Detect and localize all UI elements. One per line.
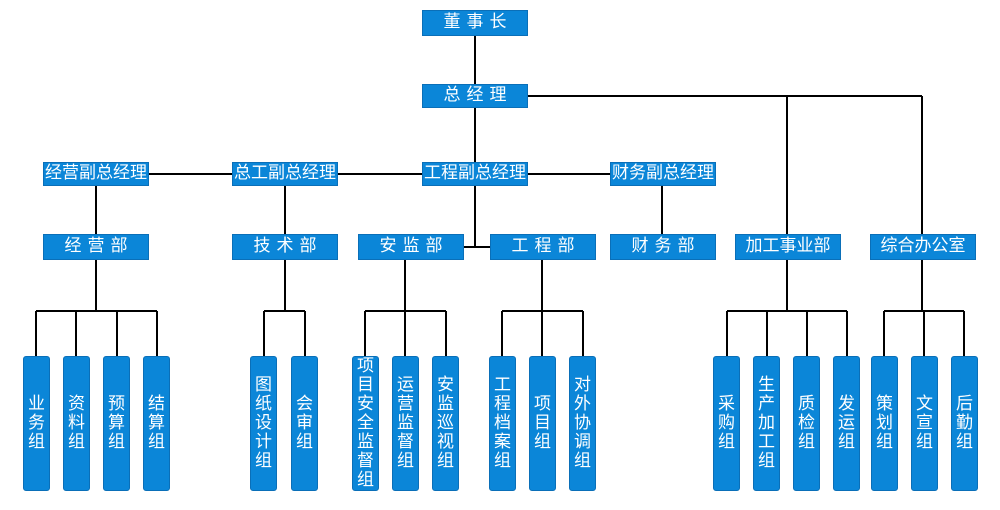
dept-jishu-box: 技术部 [232, 234, 338, 260]
group-box: 安监巡视组 [432, 356, 459, 491]
group-label: 采购组 [718, 393, 735, 453]
dept-jiagong-box: 加工事业部 [735, 234, 841, 260]
vp-engineering-box: 工程副总经理 [422, 162, 528, 186]
group-label: 文宣组 [916, 393, 933, 453]
dept-zonghe-label: 综合办公室 [880, 236, 966, 257]
dept-jiagong-label: 加工事业部 [745, 236, 831, 257]
dept-gongcheng-box: 工程部 [490, 234, 596, 260]
group-box: 资料组 [63, 356, 90, 491]
group-label: 运营监督组 [397, 374, 414, 472]
group-label: 策划组 [876, 393, 893, 453]
group-box: 结算组 [143, 356, 170, 491]
dept-caiwu-label: 财务部 [631, 236, 701, 257]
group-box: 后勤组 [951, 356, 978, 491]
vp-chief-engineer-box: 总工副总经理 [232, 162, 338, 186]
dept-caiwu-box: 财务部 [610, 234, 716, 260]
group-box: 文宣组 [911, 356, 938, 491]
vp-engineering-label: 工程副总经理 [424, 163, 526, 184]
vp-chief-engineer-label: 总工副总经理 [234, 163, 336, 184]
group-box: 会审组 [291, 356, 318, 491]
group-label: 图纸设计组 [255, 374, 272, 472]
group-box: 生产加工组 [753, 356, 780, 491]
group-box: 项目安全监督组 [352, 356, 379, 491]
dept-gongcheng-label: 工程部 [511, 236, 581, 257]
dept-anjian-label: 安监部 [379, 236, 449, 257]
group-label: 项目安全监督组 [357, 355, 374, 491]
group-label: 项目组 [534, 393, 551, 453]
group-label: 发运组 [838, 393, 855, 453]
group-label: 预算组 [108, 393, 125, 453]
group-box: 质检组 [793, 356, 820, 491]
vp-finance-label: 财务副总经理 [612, 163, 714, 184]
group-label: 安监巡视组 [437, 374, 454, 472]
group-label: 资料组 [68, 393, 85, 453]
group-label: 后勤组 [956, 393, 973, 453]
group-label: 对外协调组 [574, 374, 591, 472]
group-box: 业务组 [23, 356, 50, 491]
group-label: 生产加工组 [758, 374, 775, 472]
group-box: 采购组 [713, 356, 740, 491]
group-label: 质检组 [798, 393, 815, 453]
dept-jishu-label: 技术部 [253, 236, 323, 257]
group-label: 业务组 [28, 393, 45, 453]
general-manager-label: 总经理 [443, 85, 513, 106]
vp-finance-box: 财务副总经理 [610, 162, 716, 186]
chairman-label: 董事长 [443, 12, 513, 33]
group-box: 图纸设计组 [250, 356, 277, 491]
group-label: 工程档案组 [494, 374, 511, 472]
group-box: 预算组 [103, 356, 130, 491]
dept-jingying-box: 经营部 [43, 234, 149, 260]
group-box: 发运组 [833, 356, 860, 491]
group-label: 会审组 [296, 393, 313, 453]
dept-jingying-label: 经营部 [64, 236, 134, 257]
group-box: 项目组 [529, 356, 556, 491]
vp-operations-box: 经营副总经理 [43, 162, 149, 186]
group-label: 结算组 [148, 393, 165, 453]
vp-operations-label: 经营副总经理 [45, 163, 147, 184]
dept-zonghe-box: 综合办公室 [870, 234, 976, 260]
group-box: 运营监督组 [392, 356, 419, 491]
chairman-box: 董事长 [422, 10, 528, 36]
general-manager-box: 总经理 [422, 84, 528, 108]
group-box: 对外协调组 [569, 356, 596, 491]
group-box: 策划组 [871, 356, 898, 491]
dept-anjian-box: 安监部 [358, 234, 464, 260]
group-box: 工程档案组 [489, 356, 516, 491]
